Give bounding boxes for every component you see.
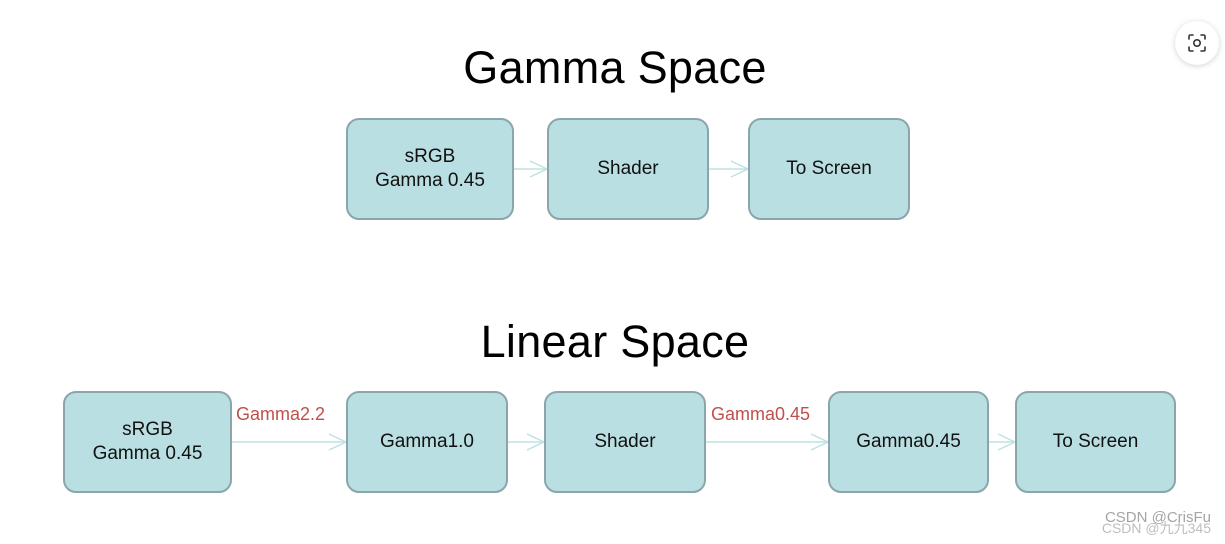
linear-node-shader: Shader	[544, 391, 706, 493]
gamma-node-to-screen: To Screen	[748, 118, 910, 220]
watermark: CSDN @CrisFu	[1104, 509, 1211, 526]
arrow-linear-shader-to-gamma045	[706, 433, 830, 451]
node-label: Gamma 0.45	[92, 443, 203, 464]
node-label: sRGB	[122, 419, 173, 440]
node-label: Shader	[594, 431, 656, 452]
node-label: Gamma0.45	[856, 431, 961, 452]
node-label: Shader	[597, 158, 659, 179]
watermark: CSDN @九九345	[1101, 520, 1211, 536]
linear-node-gamma1: Gamma1.0	[346, 391, 508, 493]
edge-label-gamma22: Gamma2.2	[236, 404, 326, 424]
linear-node-to-screen: To Screen	[1015, 391, 1176, 493]
linear-node-gamma045: Gamma0.45	[828, 391, 989, 493]
node-label: sRGB	[404, 146, 456, 167]
gamma-space-title: Gamma Space	[463, 42, 767, 93]
arrow-linear-gamma045-to-screen	[989, 433, 1017, 451]
node-label: Gamma 0.45	[375, 170, 485, 191]
edge-label-gamma045: Gamma0.45	[711, 404, 811, 424]
image-scan-button[interactable]	[1175, 21, 1219, 65]
linear-space-title: Linear Space	[480, 316, 750, 367]
arrow-gamma-shader-to-screen	[709, 160, 750, 178]
gamma-node-shader: Shader	[547, 118, 709, 220]
node-label: Gamma1.0	[380, 431, 474, 452]
node-label: To Screen	[786, 158, 872, 179]
gamma-node-srgb: sRGB Gamma 0.45	[346, 118, 514, 220]
linear-node-srgb: sRGB Gamma 0.45	[63, 391, 232, 493]
node-label: To Screen	[1052, 431, 1139, 452]
arrow-linear-gamma1-to-shader	[508, 433, 546, 451]
arrow-gamma-srgb-to-shader	[514, 160, 549, 178]
arrow-linear-srgb-to-gamma1	[232, 433, 348, 451]
scan-icon	[1188, 34, 1206, 52]
